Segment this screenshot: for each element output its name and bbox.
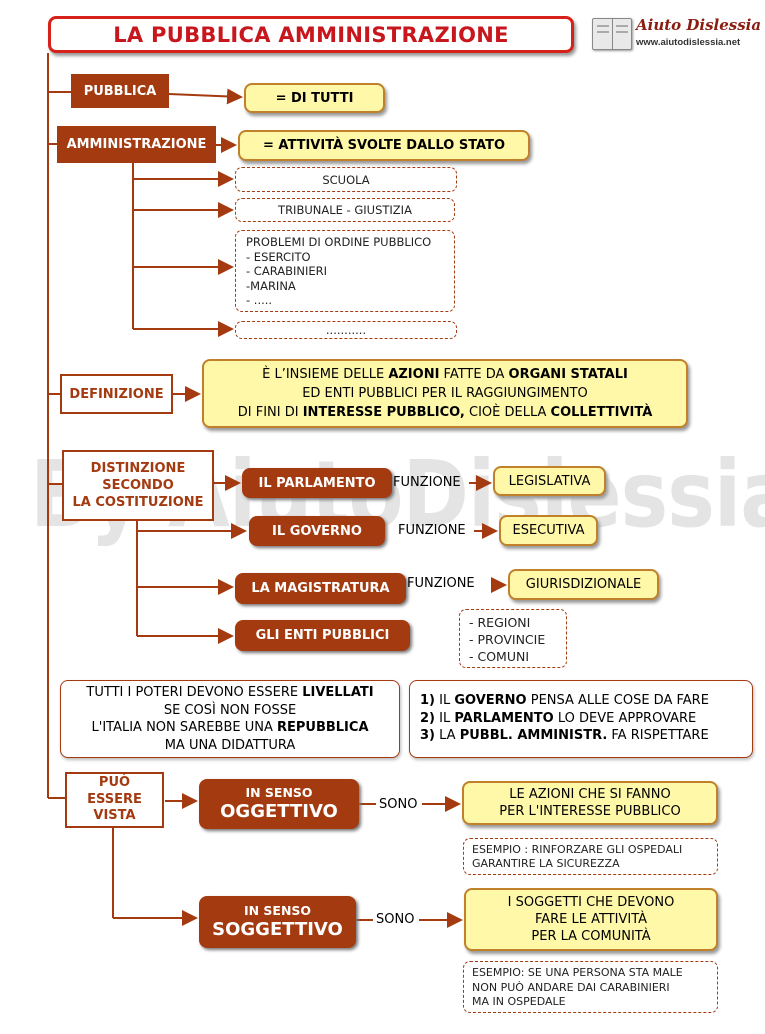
oggettivo-definition: LE AZIONI CHE SI FANNO PER L'INTERESSE P… — [462, 781, 718, 825]
esecutiva-box: ESECUTIVA — [499, 515, 598, 546]
soggettivo-definition: I SOGGETTI CHE DEVONO FARE LE ATTIVITÀ P… — [464, 888, 718, 951]
enti-list: - REGIONI - PROVINCIE - COMUNI — [459, 609, 567, 668]
oggettivo-example: ESEMPIO : RINFORZARE GLI OSPEDALI GARANT… — [463, 838, 718, 875]
legislativa-box: LEGISLATIVA — [493, 466, 606, 496]
vista-box: PUÒ ESSERE VISTA — [65, 772, 164, 828]
giurisdizionale-box: GIURISDIZIONALE — [508, 569, 659, 600]
definizione-box: DEFINIZIONE — [60, 374, 173, 414]
logo-name: Aiuto Dislessia — [636, 16, 762, 34]
problemi-line: - ESERCITO — [246, 249, 311, 264]
enti-pubblici-box: GLI ENTI PUBBLICI — [235, 620, 410, 651]
governo-box: IL GOVERNO — [249, 516, 385, 546]
step-item: 2) IL PARLAMENTO LO DEVE APPROVARE — [420, 710, 697, 726]
oggettivo-box: IN SENSO OGGETTIVO — [199, 779, 359, 829]
funzione-label: FUNZIONE — [393, 475, 461, 490]
soggettivo-example: ESEMPIO: SE UNA PERSONA STA MALE NON PUÒ… — [463, 961, 718, 1013]
page-title: LA PUBBLICA AMMINISTRAZIONE — [48, 16, 574, 53]
step-item: 3) LA PUBBL. AMMINISTR. FA RISPETTARE — [420, 728, 709, 743]
enti-item: - REGIONI — [469, 615, 531, 630]
funzione-label: FUNZIONE — [398, 523, 466, 538]
sono-label: SONO — [379, 797, 418, 812]
distinzione-box: DISTINZIONE SECONDO LA COSTITUZIONE — [62, 450, 214, 521]
funzione-label: FUNZIONE — [407, 576, 475, 591]
enti-item: - PROVINCIE — [469, 632, 546, 647]
more-item: ........... — [235, 321, 457, 339]
problemi-line: - CARABINIERI — [246, 264, 328, 278]
definizione-text: È L’INSIEME DELLE AZIONI FATTE DA ORGANI… — [202, 359, 688, 428]
book-icon — [592, 18, 632, 50]
problemi-line: PROBLEMI DI ORDINE PUBBLICO — [246, 235, 432, 249]
problemi-line: - ..... — [246, 293, 273, 307]
parlamento-box: IL PARLAMENTO — [242, 468, 392, 498]
problemi-line: -MARINA — [246, 278, 296, 293]
step-item: 1) IL GOVERNO PENSA ALLE COSE DA FARE — [420, 693, 709, 708]
tribunale-item: TRIBUNALE - GIUSTIZIA — [235, 198, 455, 222]
logo: Aiuto Dislessia www.aiutodislessia.net — [592, 15, 761, 55]
soggettivo-box: IN SENSO SOGGETTIVO — [199, 896, 356, 948]
logo-url: www.aiutodislessia.net — [636, 37, 741, 48]
pubblica-meaning: = DI TUTTI — [244, 83, 385, 113]
amministrazione-meaning: = ATTIVITÀ SVOLTE DALLO STATO — [238, 130, 530, 161]
amministrazione-box: AMMINISTRAZIONE — [57, 126, 216, 163]
scuola-item: SCUOLA — [235, 167, 457, 192]
poteri-note: TUTTI I POTERI DEVONO ESSERE LIVELLATI S… — [60, 680, 400, 758]
enti-item: - COMUNI — [469, 649, 530, 664]
magistratura-box: LA MAGISTRATURA — [235, 573, 406, 604]
pubblica-box: PUBBLICA — [71, 74, 169, 108]
sono-label: SONO — [376, 912, 415, 927]
steps-note: 1) IL GOVERNO PENSA ALLE COSE DA FARE 2)… — [409, 680, 753, 758]
problemi-item: PROBLEMI DI ORDINE PUBBLICO - ESERCITO -… — [235, 230, 455, 312]
